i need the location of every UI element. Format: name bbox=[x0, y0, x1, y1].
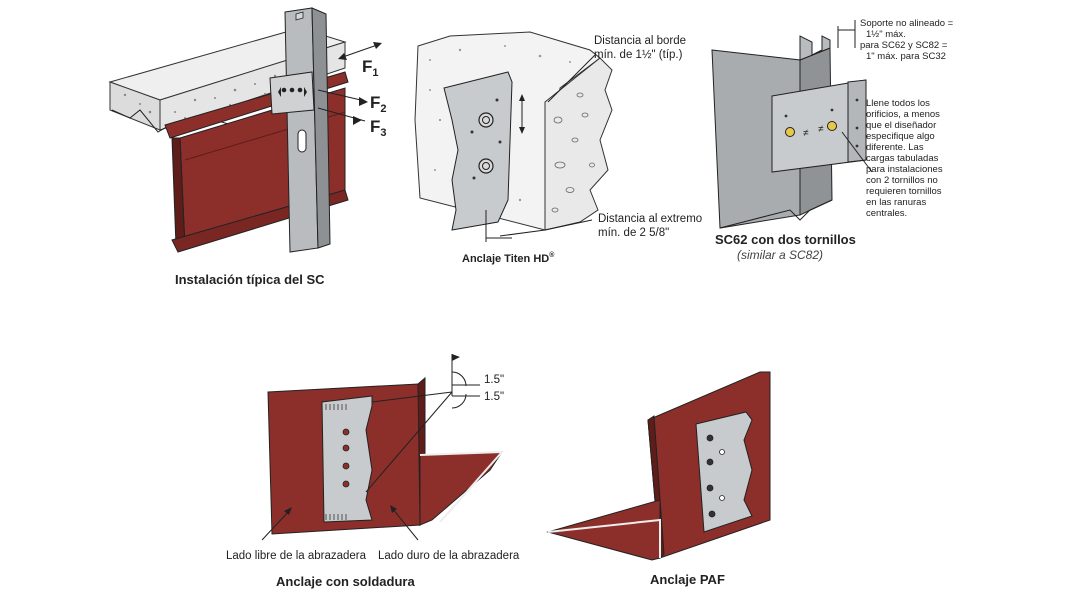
caption-sc62: SC62 con dos tornillos bbox=[715, 232, 856, 247]
not-equal-mark-2: ≠ bbox=[818, 124, 824, 135]
caption-titen-anchor: Anclaje Titen HD® bbox=[462, 251, 555, 265]
sc-clip bbox=[269, 71, 315, 115]
figure-weld-anchor: 1.5" 1.5" Lado libre de la abrazadera La… bbox=[226, 354, 520, 589]
titen-clip bbox=[443, 71, 513, 231]
force-f3-label: F3 bbox=[370, 117, 387, 139]
force-f1-label: F1 bbox=[362, 57, 379, 79]
edge-distance-dimension bbox=[519, 54, 596, 134]
caption-weld-anchor: Anclaje con soldadura bbox=[276, 574, 415, 589]
fill-holes-note: Llene todos los orificios, a menos que e… bbox=[866, 98, 945, 219]
steel-angle-weld bbox=[267, 376, 505, 535]
weld-dim-2: 1.5" bbox=[484, 391, 504, 403]
figure-typical-installation: F1 F2 F3 Instalación típica del SC bbox=[108, 7, 387, 287]
not-equal-mark: ≠ bbox=[803, 128, 809, 139]
figure-sc62: ≠ ≠ Soporte no alineado = 1½" máx. para … bbox=[711, 18, 956, 262]
weld-symbol: 1.5" 1.5" bbox=[365, 354, 504, 493]
free-side-leader bbox=[261, 509, 291, 541]
subcaption-sc62: (similar a SC82) bbox=[737, 248, 823, 262]
hard-side-label: Lado duro de la abrazadera bbox=[378, 550, 520, 562]
end-distance-dimension bbox=[485, 210, 593, 242]
force-f2-label: F2 bbox=[370, 93, 387, 115]
sc62-clip: ≠ ≠ bbox=[771, 79, 867, 173]
concrete-block bbox=[414, 31, 613, 231]
weld-dim-1: 1.5" bbox=[484, 374, 504, 386]
paf-clip bbox=[695, 411, 753, 533]
figure-paf-anchor: Anclaje PAF bbox=[546, 371, 771, 587]
misalign-note: Soporte no alineado = 1½" máx. para SC62… bbox=[860, 18, 956, 62]
caption-paf-anchor: Anclaje PAF bbox=[650, 572, 725, 587]
hard-side-leader bbox=[391, 507, 419, 541]
caption-typical-installation: Instalación típica del SC bbox=[175, 272, 325, 287]
force-arrows: F1 F2 F3 bbox=[317, 42, 387, 139]
weld-clip bbox=[321, 395, 373, 523]
fill-note-leader bbox=[841, 131, 873, 173]
free-side-label: Lado libre de la abrazadera bbox=[226, 550, 367, 562]
steel-stud bbox=[284, 7, 331, 253]
